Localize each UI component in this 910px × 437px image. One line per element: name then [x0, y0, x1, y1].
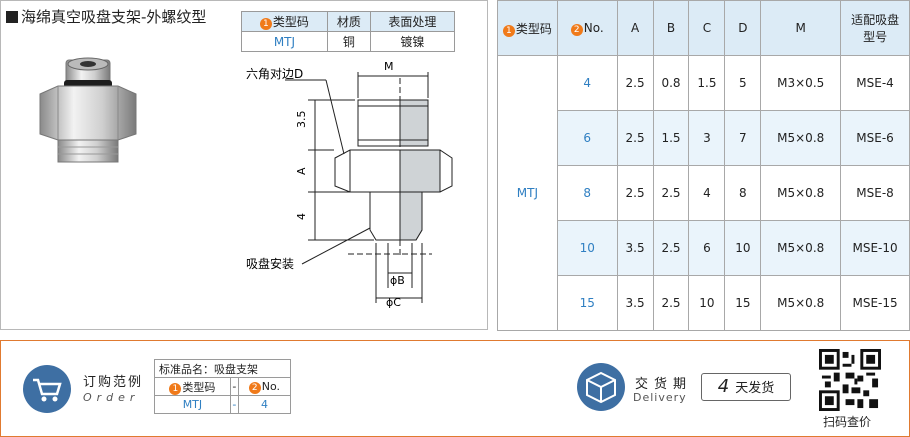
title-square-icon: [6, 11, 18, 23]
spec-cell-d: 5: [724, 55, 762, 111]
spec-header-m: M: [760, 0, 842, 56]
dim-35-label: 3.5: [295, 111, 308, 129]
spec-cell-a: 2.5: [616, 165, 654, 221]
spec-cell-suction: MSE-8: [840, 165, 910, 221]
product-title: 海绵真空吸盘支架-外螺纹型: [6, 6, 206, 27]
dim-4-label: 4: [295, 213, 308, 220]
table-row: 10 3.5 2.5 6 10 M5×0.8 MSE-10: [498, 220, 910, 276]
spec-cell-b: 1.5: [652, 110, 690, 166]
qr-code-icon[interactable]: [819, 349, 881, 411]
table-row: 6 2.5 1.5 3 7 M5×0.8 MSE-6: [498, 110, 910, 166]
spec-header-suction: 适配吸盘型号: [840, 0, 910, 56]
delivery-unit: 天发货: [735, 381, 775, 396]
technical-drawing: M 六角对边D 3.5 A 4 吸盘安装 ϕB ϕC: [246, 60, 453, 308]
spec-cell-suction: MSE-15: [840, 275, 910, 331]
product-panel: [0, 0, 488, 330]
material-cell-finish: 镀镍: [369, 31, 456, 52]
spec-cell-b: 2.5: [652, 275, 690, 331]
spec-cell-c: 6: [688, 220, 726, 276]
spec-cell-no: 8: [556, 165, 618, 221]
order-val-type: MTJ: [154, 395, 231, 414]
spec-cell-suction: MSE-6: [840, 110, 910, 166]
spec-header-d: D: [724, 0, 762, 56]
spec-cell-b: 2.5: [652, 220, 690, 276]
num-badge-1: 1: [169, 382, 182, 395]
order-std-label: 标准品名：吸盘支架: [154, 359, 291, 378]
dim-b-label: ϕB: [390, 274, 405, 287]
spec-cell-c: 3: [688, 110, 726, 166]
material-header-finish: 表面处理: [369, 11, 456, 32]
spec-cell-d: 8: [724, 165, 762, 221]
order-subtitle: Order: [83, 391, 140, 404]
dim-a-label: A: [295, 167, 308, 175]
table-row: MTJ 4 2.5 0.8 1.5 5 M3×0.5 MSE-4: [497, 55, 910, 331]
spec-cell-d: 10: [724, 220, 762, 276]
delivery-subtitle: Delivery: [633, 391, 687, 404]
dim-m-label: M: [384, 60, 394, 73]
qr-label: 扫码查价: [823, 415, 872, 429]
hex-label: 六角对边D: [246, 67, 303, 81]
order-val-dash: -: [229, 395, 239, 414]
num-badge-1: 1: [259, 18, 272, 30]
table-row: 15 3.5 2.5 10 15 M5×0.8 MSE-15: [498, 275, 910, 331]
spec-cell-a: 3.5: [616, 275, 654, 331]
spec-cell-d: 7: [724, 110, 762, 166]
material-cell-material: 铜: [326, 31, 371, 52]
delivery-box-icon: [577, 363, 625, 411]
spec-cell-m: M5×0.8: [760, 275, 842, 331]
product-photo: [39, 57, 137, 163]
spec-cell-suction: MSE-10: [840, 220, 910, 276]
order-val-no: 4: [237, 395, 292, 414]
spec-cell-suction: MSE-4: [840, 55, 910, 111]
spec-cell-m: M3×0.5: [760, 55, 842, 111]
spec-cell-c: 4: [688, 165, 726, 221]
spec-cell-type: MTJ: [497, 55, 558, 331]
cart-icon: [23, 365, 71, 413]
delivery-days-box: 4 天发货: [701, 373, 791, 401]
spec-cell-b: 2.5: [652, 165, 690, 221]
sucker-label: 吸盘安装: [246, 256, 294, 271]
spec-header-a: A: [616, 0, 654, 56]
spec-header-c: C: [688, 0, 726, 56]
spec-cell-b: 0.8: [652, 55, 690, 111]
spec-cell-a: 2.5: [616, 55, 654, 111]
spec-cell-m: M5×0.8: [760, 220, 842, 276]
spec-cell-m: M5×0.8: [760, 165, 842, 221]
table-row: 8 2.5 2.5 4 8 M5×0.8 MSE-8: [498, 165, 910, 221]
num-badge-2: 2: [570, 23, 583, 36]
material-header-material: 材质: [326, 11, 371, 32]
spec-cell-no: 4: [556, 55, 618, 111]
delivery-title: 交货期: [635, 377, 693, 392]
spec-cell-no: 10: [556, 220, 618, 276]
spec-cell-no: 15: [556, 275, 618, 331]
order-col-dash: -: [229, 377, 239, 396]
spec-cell-a: 2.5: [616, 110, 654, 166]
spec-cell-c: 10: [688, 275, 726, 331]
product-title-text: 海绵真空吸盘支架-外螺纹型: [21, 8, 207, 26]
delivery-days: 4: [717, 376, 730, 397]
spec-cell-a: 3.5: [616, 220, 654, 276]
dim-c-label: ϕC: [386, 296, 401, 308]
order-title: 订购范例: [83, 375, 144, 390]
spec-header-b: B: [652, 0, 690, 56]
material-cell-type: MTJ: [241, 31, 328, 52]
num-badge-1: 1: [502, 24, 515, 37]
spec-cell-no: 6: [556, 110, 618, 166]
num-badge-2: 2: [248, 381, 261, 394]
spec-cell-d: 15: [724, 275, 762, 331]
spec-cell-c: 1.5: [688, 55, 726, 111]
spec-cell-m: M5×0.8: [760, 110, 842, 166]
